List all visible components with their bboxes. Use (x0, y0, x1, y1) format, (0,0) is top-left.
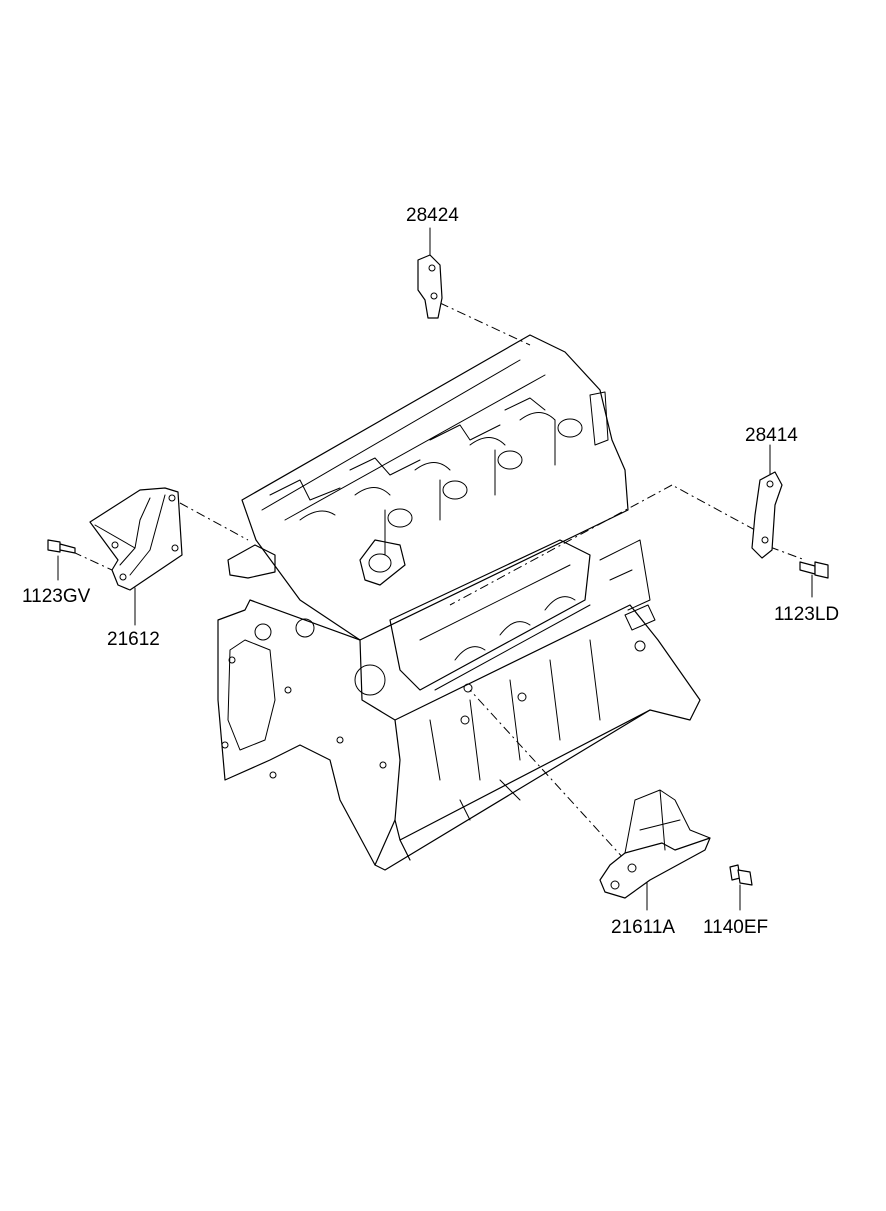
part-label-21612: 21612 (107, 629, 160, 650)
bracket-21612-illustration (89, 487, 183, 591)
engine-block (217, 334, 701, 871)
bracket-28424-illustration (417, 254, 443, 319)
part-label-28424: 28424 (406, 205, 459, 226)
part-label-1140ef: 1140EF (703, 917, 768, 938)
bracket-21611a-illustration (599, 789, 711, 899)
part-label-28414: 28414 (745, 425, 798, 446)
bolt-1123ld-illustration (799, 561, 829, 579)
bolt-1123gv-illustration (47, 539, 76, 554)
leader-lines (57, 227, 813, 911)
bracket-28414-illustration (751, 471, 783, 559)
part-label-1123ld: 1123LD (774, 604, 839, 625)
part-label-1123gv: 1123GV (22, 586, 91, 607)
bolt-1140ef-illustration (729, 864, 753, 886)
part-label-21611a: 21611A (611, 917, 675, 938)
